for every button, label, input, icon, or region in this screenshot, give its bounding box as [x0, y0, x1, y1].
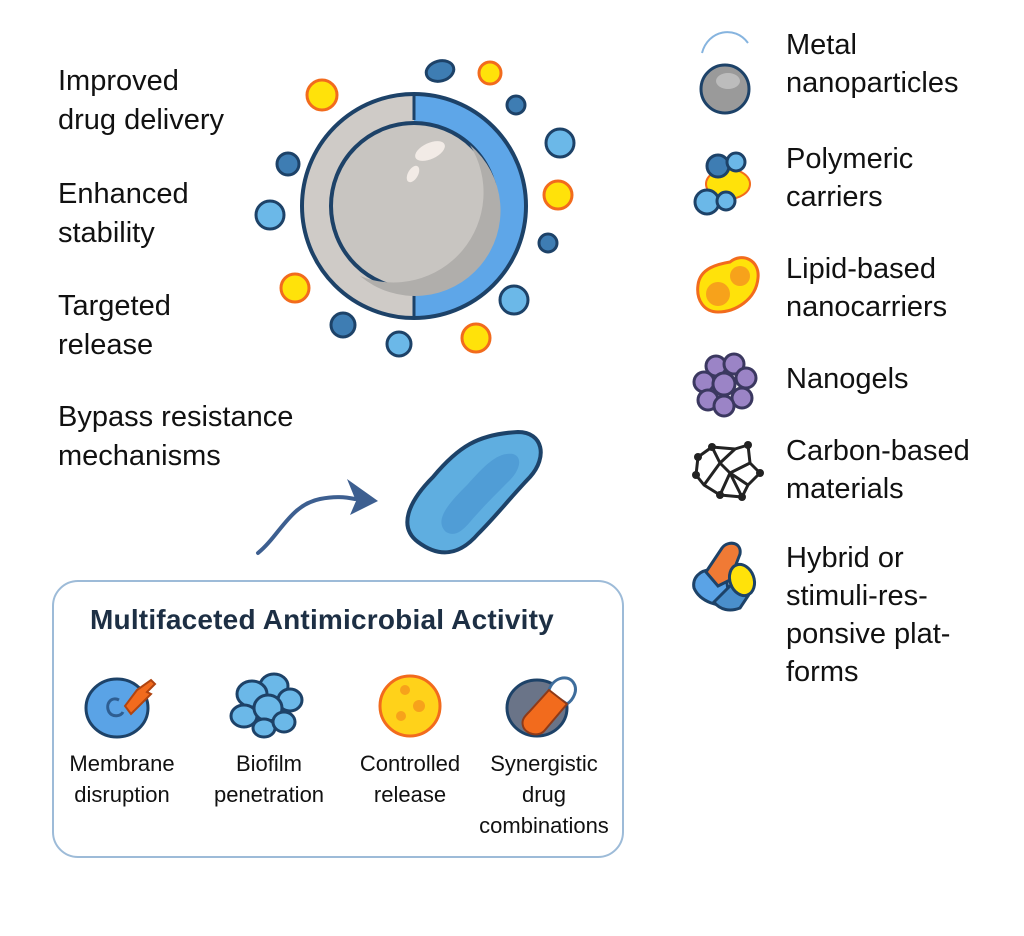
lipid-nanocarrier-icon — [696, 256, 760, 314]
carbon-material-icon — [692, 441, 764, 501]
particle-yellow — [279, 272, 311, 304]
box-title: Multifaceted Antimicrobial Activity — [90, 604, 554, 635]
legend-label: Metal nanoparticles — [786, 29, 959, 99]
mechanism-membrane-disruption: Membrane disruption — [52, 670, 192, 810]
antimicrobial-activity-box: Multifaceted Antimicrobial Activity Memb… — [52, 580, 624, 858]
mechanism-label: Controlled release — [359, 751, 461, 807]
legend-label: Hybrid or stimuli-res- ponsive plat- for… — [786, 542, 951, 688]
particle-light-blue — [498, 284, 530, 316]
membrane-disruption-icon — [84, 677, 157, 739]
mechanism-biofilm-penetration: Biofilm penetration — [199, 670, 339, 810]
benefit-bypass-resistance: Bypass resistance mechanisms — [58, 401, 294, 472]
curved-arrow-icon — [256, 479, 378, 555]
mechanism-label: Biofilm penetration — [213, 751, 325, 807]
mechanism-label: Membrane disruption — [69, 751, 175, 807]
particle-dark-blue — [505, 94, 527, 116]
nanoparticle-core — [329, 121, 501, 297]
legend-label: Lipid-based nanocarriers — [786, 253, 948, 323]
particle-yellow — [460, 322, 492, 354]
metal-nanoparticle-icon — [699, 31, 751, 115]
mechanism-controlled-release: Controlled release — [340, 670, 480, 810]
biofilm-penetration-icon — [229, 672, 304, 739]
particle-light-blue — [385, 330, 413, 358]
particle-dark-blue — [537, 232, 559, 254]
particle-light-blue — [254, 199, 286, 231]
legend-label: Polymeric carriers — [786, 143, 914, 213]
polymeric-carrier-icon — [693, 151, 751, 216]
particle-dark-blue — [329, 311, 357, 339]
particle-dark-blue — [424, 59, 456, 83]
mechanism-synergistic-drugs: Synergistic drug combinations — [474, 670, 614, 841]
bacterium-icon — [405, 429, 543, 555]
controlled-release-icon — [378, 674, 442, 738]
central-nanoparticle-illustration — [254, 59, 576, 358]
benefit-enhanced-stability: Enhanced stability — [58, 178, 189, 249]
particle-yellow — [305, 78, 339, 112]
legend-label: Carbon-based materials — [786, 435, 970, 505]
mechanism-label: Synergistic drug combinations — [479, 751, 609, 838]
hybrid-platform-icon — [692, 541, 757, 612]
particle-yellow — [542, 179, 574, 211]
benefit-improved-drug-delivery: Improved drug delivery — [58, 65, 225, 136]
particle-light-blue — [544, 127, 576, 159]
benefit-targeted-release: Targeted release — [58, 290, 171, 361]
synergistic-drug-icon — [505, 676, 577, 738]
particle-dark-blue — [275, 151, 301, 177]
particle-yellow — [477, 60, 503, 86]
nanogel-icon — [692, 352, 758, 418]
legend-label: Nanogels — [786, 363, 909, 395]
